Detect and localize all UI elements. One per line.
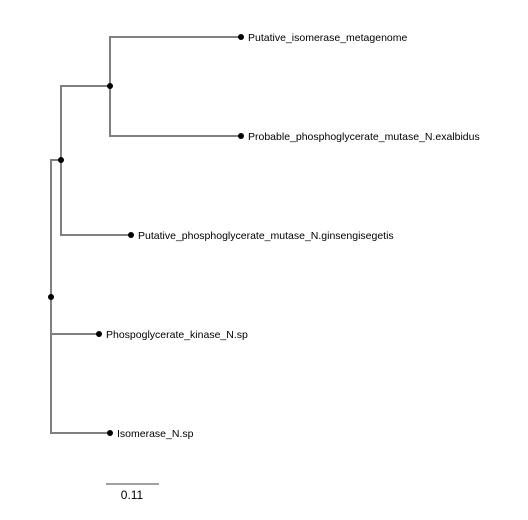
- leaf-node-5: [107, 430, 113, 436]
- internal-node-clade-b: [107, 83, 113, 89]
- leaf-node-3: [128, 232, 134, 238]
- tree-nodes: [48, 34, 244, 436]
- leaf-labels: Putative_isomerase_metagenome Probable_p…: [106, 32, 480, 440]
- internal-node-root: [48, 294, 54, 300]
- leaf-node-4: [96, 331, 102, 337]
- leaf-label-1: Putative_isomerase_metagenome: [248, 32, 408, 44]
- leaf-label-5: Isomerase_N.sp: [117, 428, 194, 440]
- leaf-label-2: Probable_phosphoglycerate_mutase_N.exalb…: [248, 131, 480, 143]
- scale-bar-label: 0.11: [121, 488, 144, 502]
- scale-bar: 0.11: [106, 483, 159, 502]
- leaf-node-2: [238, 133, 244, 139]
- leaf-label-4: Phospoglycerate_kinase_N.sp: [106, 329, 248, 341]
- internal-node-clade-a: [58, 157, 64, 163]
- leaf-label-3: Putative_phosphoglycerate_mutase_N.ginse…: [138, 230, 394, 242]
- leaf-node-1: [238, 34, 244, 40]
